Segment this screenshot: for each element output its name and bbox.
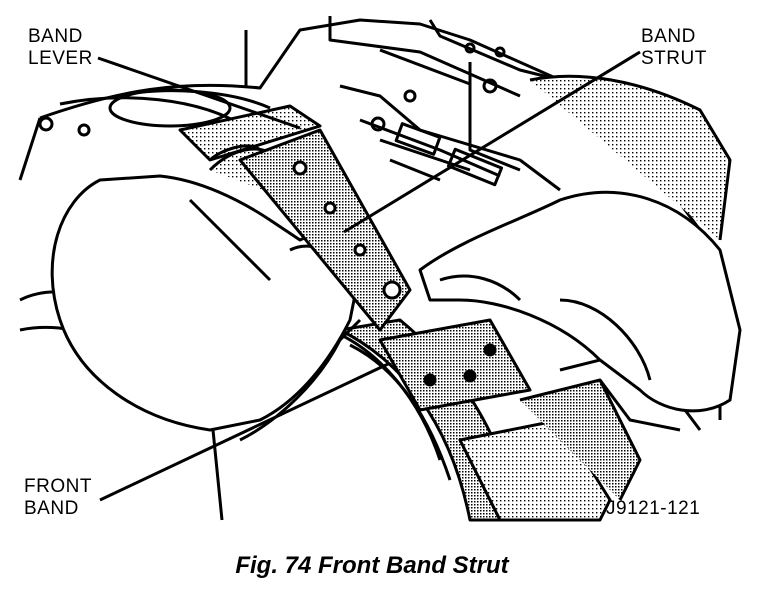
- leader-band-strut: [343, 50, 641, 234]
- band-lever-label-line-2: LEVER: [28, 48, 93, 69]
- figure-caption-text: Fig. 74 Front Band Strut: [235, 552, 509, 579]
- transmission-case: [18, 16, 722, 521]
- leader-band-lever: [97, 56, 301, 130]
- front-band-label: FRONT BAND: [24, 476, 92, 520]
- band-strut-label-line-1: BAND: [641, 26, 696, 47]
- band-lever-part: [178, 104, 322, 162]
- front-band-label-line-1: FRONT: [24, 476, 92, 497]
- left-hand: [50, 147, 362, 442]
- front-band-label-line-2: BAND: [24, 498, 79, 519]
- figure-id-label: J9121-121: [606, 498, 701, 519]
- band-lever-label-line-1: BAND: [28, 26, 83, 47]
- right-hand: [418, 74, 742, 432]
- band-strut-label: BAND STRUT: [641, 26, 707, 70]
- band-strut-label-line-2: STRUT: [641, 48, 707, 69]
- service-illustration: [18, 16, 742, 522]
- band-strut-part: [238, 128, 532, 412]
- leader-front-band: [99, 362, 389, 502]
- figure-caption: Fig. 74 Front Band Strut: [0, 552, 768, 580]
- band-lever-label: BAND LEVER: [28, 26, 93, 70]
- leader-lines: [97, 50, 641, 502]
